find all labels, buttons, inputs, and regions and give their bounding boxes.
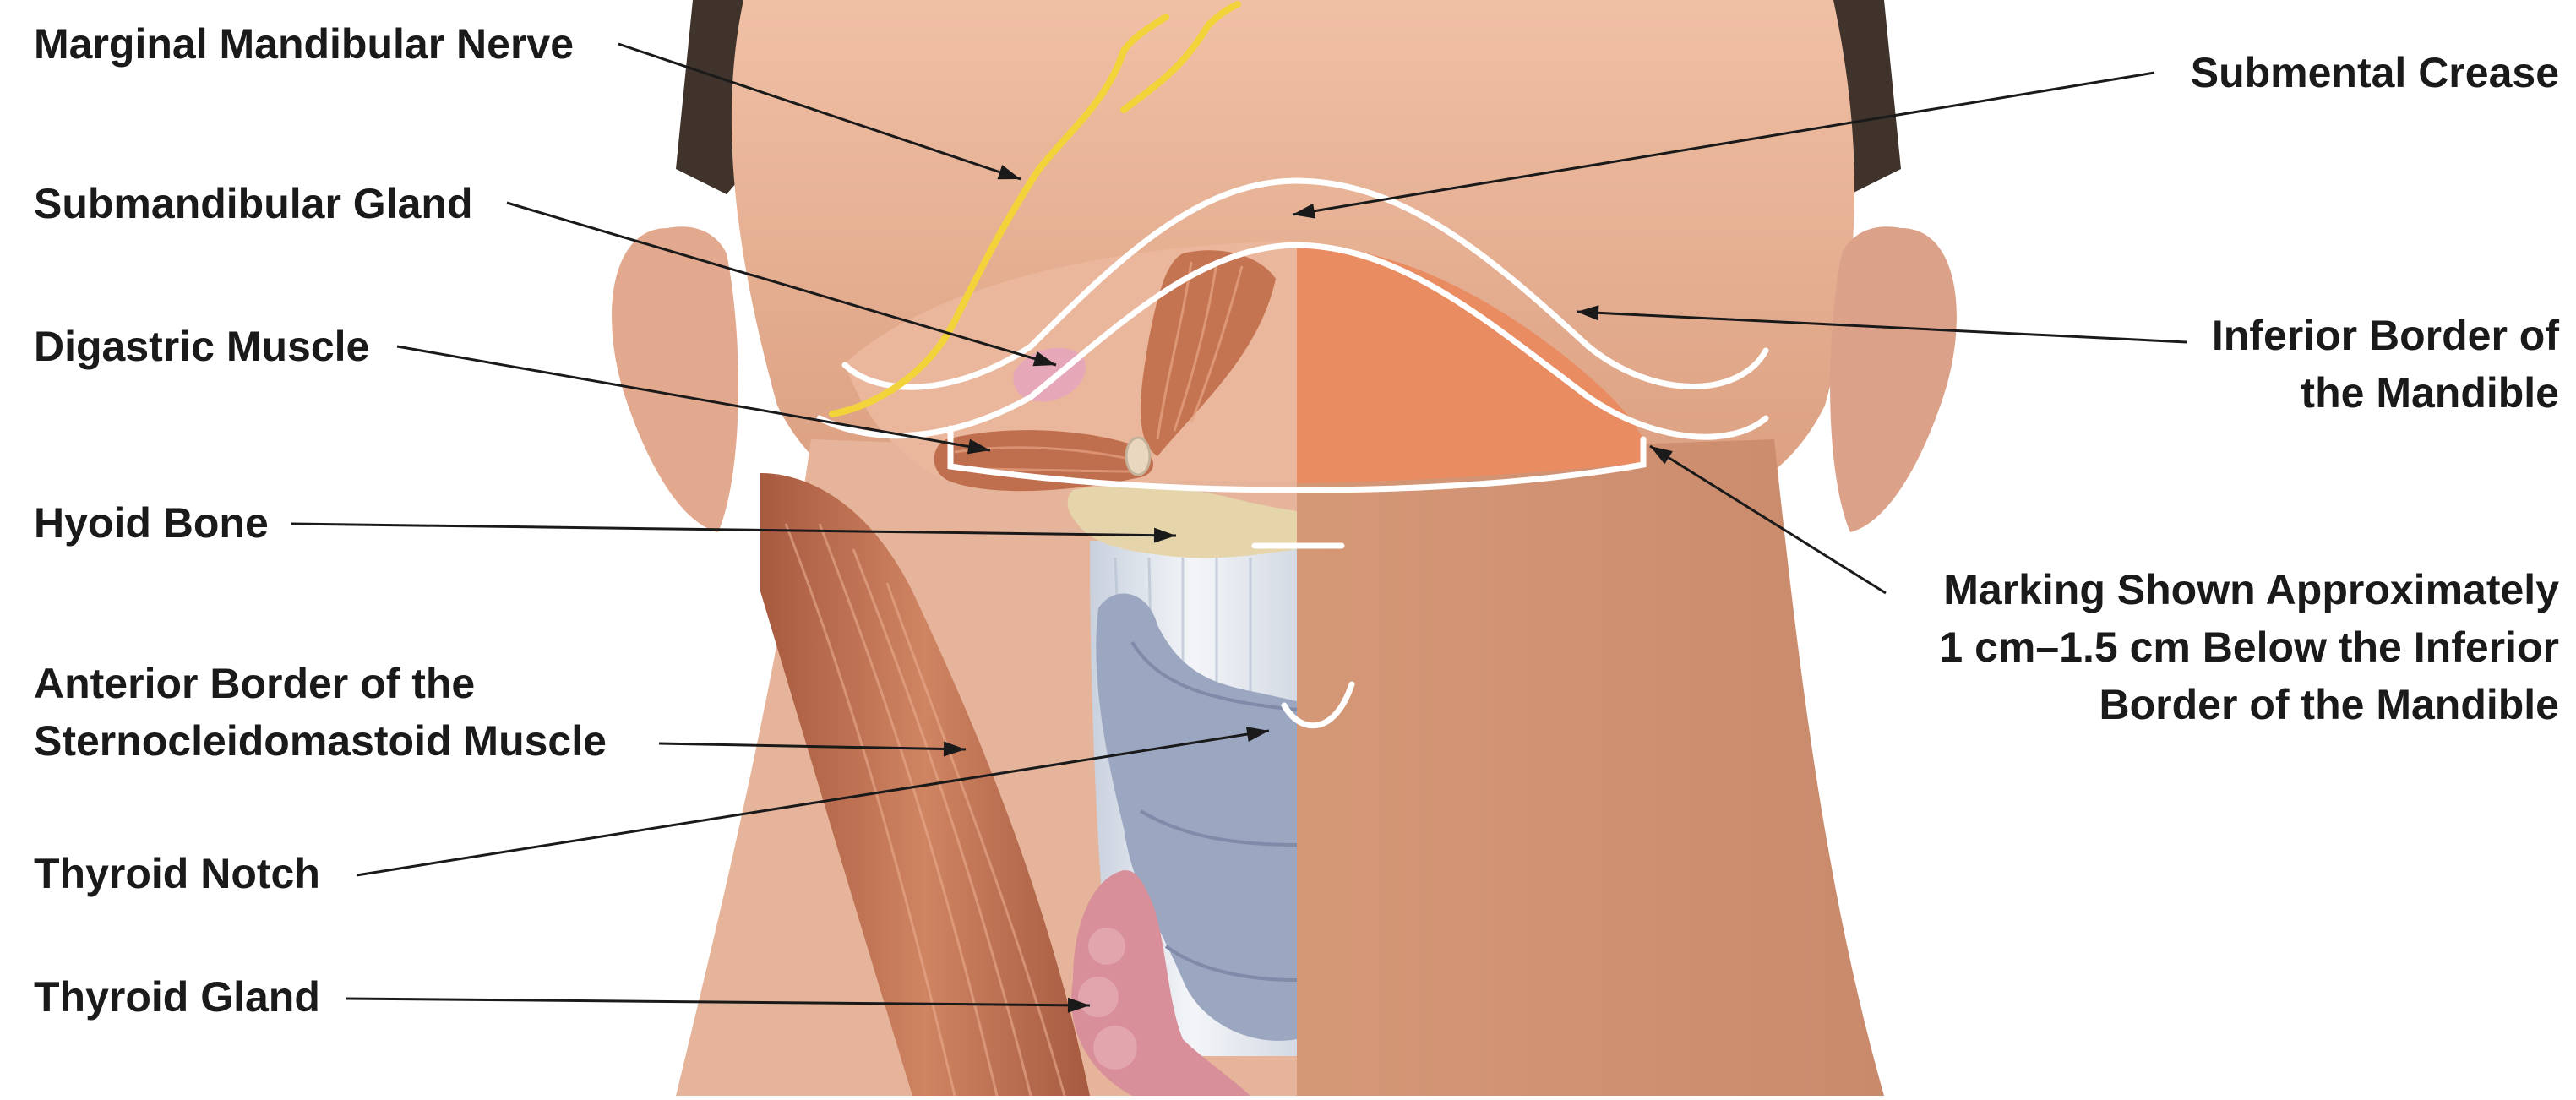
label-anterior-border-scm-line1: Anterior Border of the	[34, 655, 607, 712]
label-marking-note-line2: 1 cm–1.5 cm Below the Inferior	[1939, 618, 2559, 676]
label-hyoid-bone: Hyoid Bone	[34, 494, 269, 552]
label-submental-crease: Submental Crease	[2191, 44, 2559, 101]
label-anterior-border-scm: Anterior Border of the Sternocleidomasto…	[34, 655, 607, 770]
label-marking-note-line1: Marking Shown Approximately	[1939, 561, 2559, 618]
label-marking-note-line3: Border of the Mandible	[1939, 676, 2559, 733]
label-thyroid-gland: Thyroid Gland	[34, 968, 320, 1026]
label-marking-note: Marking Shown Approximately 1 cm–1.5 cm …	[1939, 561, 2559, 733]
label-thyroid-notch: Thyroid Notch	[34, 845, 320, 902]
digastric-tendon	[1126, 438, 1150, 475]
label-marginal-mandibular-nerve: Marginal Mandibular Nerve	[34, 15, 574, 73]
right-ear	[1830, 226, 1957, 532]
left-ear	[612, 226, 738, 532]
label-submandibular-gland: Submandibular Gland	[34, 175, 472, 232]
label-inferior-border-line1: Inferior Border of	[2212, 307, 2559, 364]
label-anterior-border-scm-line2: Sternocleidomastoid Muscle	[34, 712, 607, 770]
label-inferior-border-mandible: Inferior Border of the Mandible	[2212, 307, 2559, 422]
label-inferior-border-line2: the Mandible	[2212, 364, 2559, 422]
label-digastric-muscle: Digastric Muscle	[34, 318, 369, 375]
